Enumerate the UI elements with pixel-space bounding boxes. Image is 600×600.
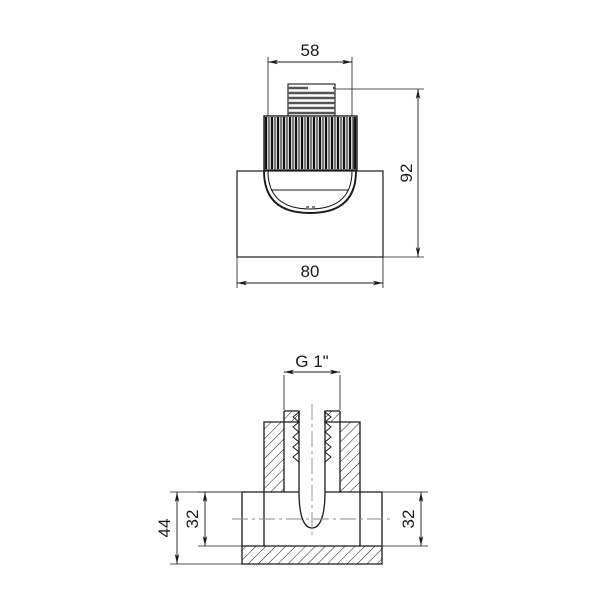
hatch-left-neck [264, 411, 299, 492]
arc-recess-inner [267, 170, 353, 210]
dim-58 [267, 57, 353, 117]
hatch-right-neck [325, 411, 360, 492]
dim-g1-label: G 1" [295, 352, 328, 371]
dim-92-label: 92 [397, 164, 416, 183]
run-outer-outline [241, 492, 383, 565]
thread-left-serrations [292, 411, 300, 463]
dim-92 [335, 88, 424, 258]
arc-recess-outer [263, 170, 357, 214]
body-outline [236, 170, 384, 258]
dim-58-label: 58 [301, 41, 320, 60]
knurl-stripes [264, 117, 357, 169]
stem-thread-lines [288, 86, 335, 115]
threaded-stem [287, 83, 336, 117]
dim-80 [236, 257, 384, 288]
section-view [170, 369, 428, 565]
dim-32-left [198, 491, 264, 547]
elevation-view [236, 57, 424, 288]
valve-body [236, 170, 384, 258]
dim-32-right [360, 491, 428, 547]
hatch-bottom-wall [242, 546, 382, 564]
dim-g1 [283, 369, 341, 410]
cap-outline-top [263, 115, 358, 171]
knurled-cap [263, 115, 358, 171]
thread-right-serrations [324, 411, 332, 463]
dim-44-label: 44 [155, 519, 174, 538]
section-hatching [242, 411, 382, 564]
centerlines [232, 404, 392, 538]
dim-32-right-label: 32 [399, 510, 418, 529]
dim-32-left-label: 32 [183, 510, 202, 529]
internal-thread [292, 411, 332, 463]
dim-80-label: 80 [301, 262, 320, 281]
